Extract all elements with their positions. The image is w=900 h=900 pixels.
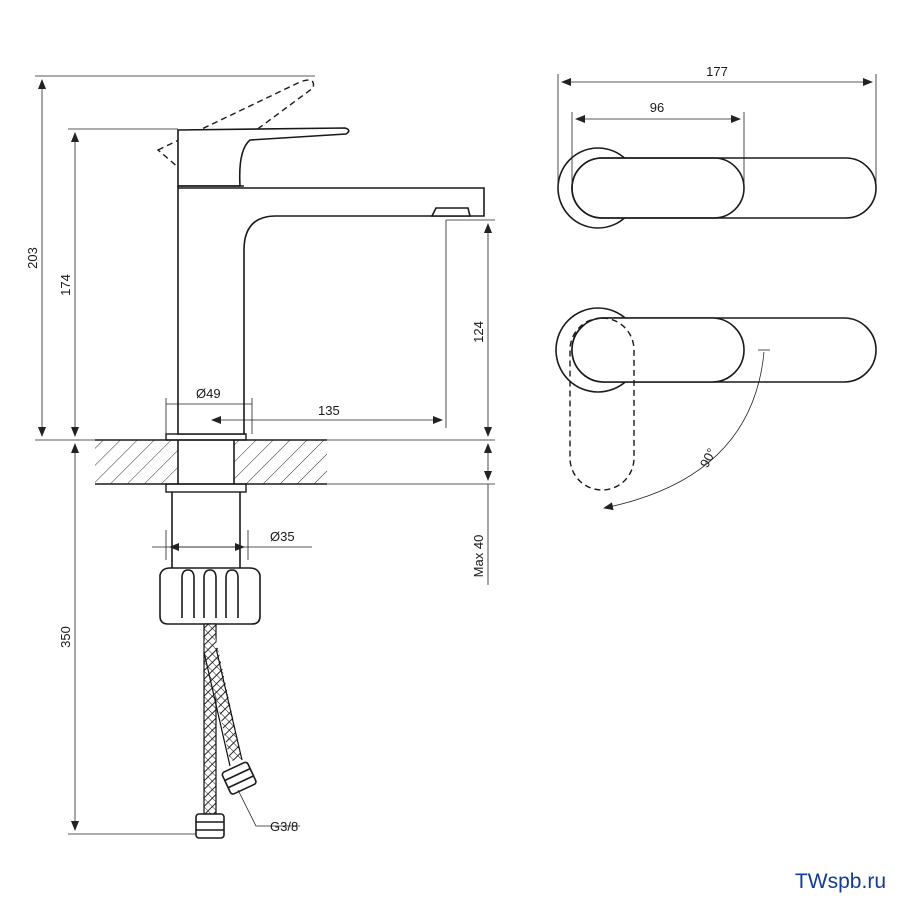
label-max-counter: Max 40 [471, 535, 486, 578]
flex-hoses [195, 623, 257, 839]
label-shank-diameter: Ø35 [270, 529, 295, 544]
side-view [95, 79, 485, 839]
side-dimensions [35, 75, 495, 835]
watermark: TWspb.ru [794, 870, 886, 893]
faucet-handle [177, 127, 350, 187]
label-base-diameter: Ø49 [196, 386, 221, 401]
label-spout-reach: 135 [318, 403, 340, 418]
label-body-height: 174 [58, 274, 73, 296]
label-top-length: 177 [706, 64, 728, 79]
dimension-labels: 203 174 350 124 Max 40 Ø49 135 Ø35 G3/8 … [25, 64, 728, 834]
label-top-handle: 96 [650, 100, 664, 115]
label-thread: G3/8 [270, 819, 298, 834]
label-total-height: 203 [25, 247, 40, 269]
top-view-rotated [555, 307, 877, 491]
label-rotation: 90° [697, 446, 719, 470]
countertop-section [95, 433, 327, 493]
faucet-body [177, 186, 485, 435]
top-view-closed [557, 147, 877, 229]
label-spout-height: 124 [471, 321, 486, 343]
aerator [430, 207, 472, 217]
top-dimensions [557, 74, 877, 511]
mounting-nut [159, 492, 261, 625]
label-hose-length: 350 [58, 626, 73, 648]
